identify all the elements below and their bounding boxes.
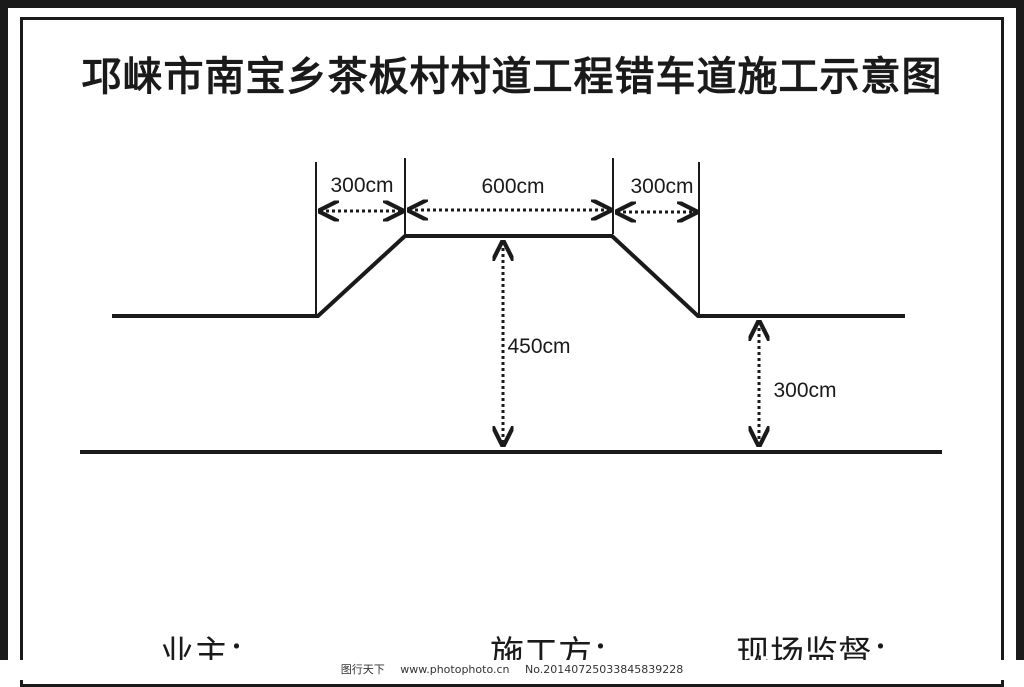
dimension-label-top-middle: 600cm — [481, 175, 544, 198]
watermark-bar: 图行天下 www.photophoto.cn No.20140725033845… — [0, 660, 1024, 680]
watermark-number: No.20140725033845839228 — [525, 663, 684, 676]
dimension-label-top-right: 300cm — [630, 175, 693, 198]
watermark-url: www.photophoto.cn — [400, 663, 510, 676]
dimension-label-top-left: 300cm — [330, 174, 393, 197]
dimension-label-height-center: 450cm — [507, 335, 570, 358]
road-profile-line — [112, 234, 905, 318]
diagram-title: 邛崃市南宝乡茶板村村道工程错车道施工示意图 — [81, 54, 943, 100]
watermark-site-name: 图行天下 — [340, 663, 385, 676]
dimension-label-height-right: 300cm — [773, 379, 836, 402]
